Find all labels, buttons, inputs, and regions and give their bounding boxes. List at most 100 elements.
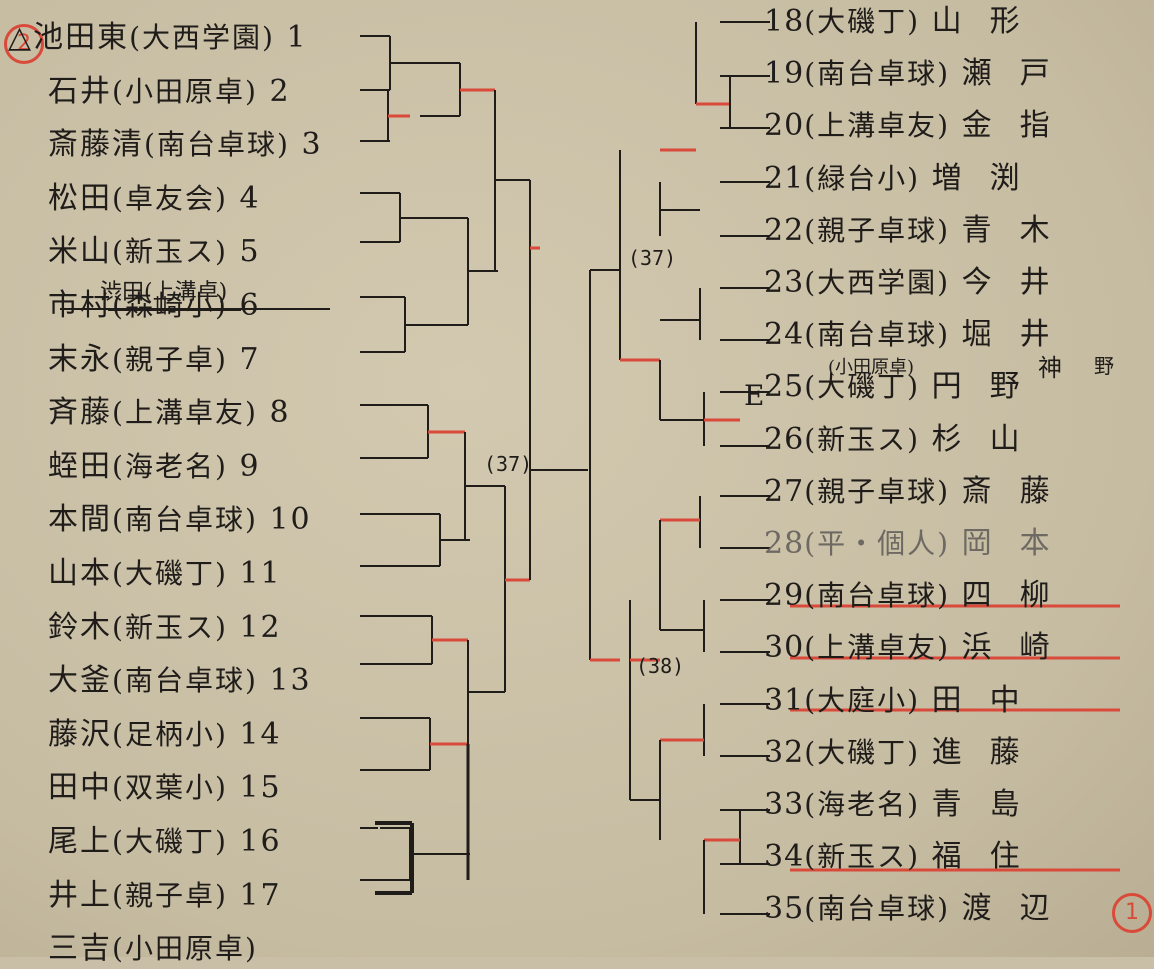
entry-club: (大庭小) [804, 683, 921, 717]
entry-number: 22 [764, 212, 805, 248]
right-entry: 25(大磯丁) 円野 [764, 367, 1048, 407]
entry-name: 石井 [48, 73, 112, 109]
left-entry: 鈴木(新玉ス) 12 [48, 608, 282, 648]
right-entry: 29(南台卓球) 四柳 [764, 576, 1078, 616]
entry-number: 7 [239, 341, 261, 377]
entry-number: 9 [239, 448, 261, 484]
entry-name: 蛭田 [48, 448, 112, 484]
entry-club: (大磯丁) [112, 825, 228, 858]
entry-club: (海老名) [804, 788, 921, 821]
entry-club-label: 新玉ス [124, 610, 215, 644]
right-entry: 31(大庭小) 田中 [764, 681, 1048, 721]
right-entry: 18(大磯丁) 山形 [764, 2, 1048, 42]
right-entry: 33(海老名) 青島 [764, 785, 1048, 825]
entry-number: 20 [764, 108, 805, 144]
entry-number: 26 [764, 421, 805, 457]
entry-club: (南台卓球) [804, 57, 951, 91]
entry-club-label: 大庭小 [817, 683, 908, 717]
entry-prefix: △ [8, 20, 34, 55]
entry-club-label: 新玉ス [124, 235, 215, 269]
entry-number: 19 [764, 56, 805, 92]
entry-name: 米山 [48, 234, 112, 270]
right-entry: 20(上溝卓友) 金指 [764, 106, 1078, 146]
left-entry: 本間(南台卓球) 10 [48, 500, 312, 540]
left-entry: 山本(大磯丁) 11 [48, 554, 282, 594]
right-entry: 23(大西学園) 今井 [764, 263, 1078, 303]
entry-club-label: 大磯丁 [817, 5, 908, 38]
entry-number: 3 [301, 127, 323, 163]
entry-name: 田中 [931, 682, 1048, 718]
entry-club-label: 親子卓球 [817, 213, 938, 247]
entry-club: (小田原卓) [112, 932, 258, 966]
entry-name: 三吉 [48, 931, 112, 967]
entry-number: 33 [764, 787, 805, 822]
entry-number: 17 [239, 877, 282, 913]
entry-club: (上溝卓友) [112, 396, 258, 430]
entry-name: 杉山 [931, 421, 1048, 457]
entry-name: 四柳 [961, 578, 1078, 614]
entry-number: 24 [764, 317, 805, 353]
entry-club: (小田原卓) [112, 74, 258, 108]
entry-club-label: 南台卓球 [817, 579, 938, 613]
entry-name: 青島 [931, 787, 1048, 822]
entry-club: (大磯丁) [804, 5, 921, 38]
left-entry: 末永(親子卓) 7 [48, 340, 261, 380]
entry-name: 田中 [48, 770, 112, 806]
right-entry: 22(親子卓球) 青木 [764, 211, 1078, 251]
entry-number: 29 [764, 578, 805, 614]
entry-club-label: 上溝卓友 [817, 631, 938, 665]
entry-club-label: 大磯丁 [817, 370, 908, 404]
entry-club: (新玉ス) [804, 422, 921, 456]
left-entry: 大釜(南台卓球) 13 [48, 661, 312, 701]
score-note-right-top: (37) [628, 246, 677, 270]
entry-name: 渡辺 [961, 891, 1078, 927]
top-left-circle-mark: 2 [4, 24, 44, 64]
entry-club-label: 親子卓球 [817, 474, 938, 508]
bottom-right-circle-mark: 1 [1112, 893, 1152, 933]
entry-club-label: 南台卓球 [817, 892, 938, 926]
entry-number: 25 [764, 369, 805, 405]
entry-number: 15 [239, 770, 282, 806]
entry-number: 2 [269, 73, 291, 109]
entry-number: 18 [764, 4, 805, 39]
entry-club-label: 森崎小 [124, 289, 215, 322]
entry-name: 今井 [961, 265, 1078, 300]
score-note-right-bottom: (38) [636, 654, 685, 678]
entry-name: 増渕 [931, 160, 1048, 196]
right-entry: 24(南台卓球) 堀井 [764, 315, 1078, 355]
entry-number: 13 [269, 663, 312, 699]
entry-name: 市村 [48, 288, 112, 323]
entry-name: 円野 [931, 369, 1048, 405]
entry-name: 鈴木 [48, 609, 112, 645]
left-entry: 尾上(大磯丁) 16 [48, 822, 282, 862]
entry-name: 尾上 [48, 824, 112, 859]
entry-club: (親子卓) [112, 878, 228, 912]
entry-name: 松田 [48, 180, 112, 216]
entry-number: 32 [764, 734, 805, 770]
left-entry: 米山(新玉ス) 5 [48, 232, 261, 272]
entry-club: (南台卓球) [804, 892, 951, 926]
entry-name: 瀬戸 [961, 56, 1078, 92]
entry-name: 福住 [931, 839, 1048, 875]
entry-club-label: 南台卓球 [817, 318, 938, 352]
entry-club-label: 大西学園 [817, 266, 938, 299]
scrawl-24: (小田原卓) [828, 357, 915, 378]
entry-club-label: 足柄小 [124, 717, 215, 751]
left-entry: 石井(小田原卓) 2 [48, 72, 291, 112]
entry-club: (南台卓球) [112, 664, 258, 698]
entry-club: (平・個人) [804, 527, 951, 560]
entry-name: 大釜 [48, 663, 112, 699]
entry-number: 23 [764, 265, 805, 300]
entry-number: 6 [239, 288, 261, 323]
left-entry: 斎藤清(南台卓球) 3 [48, 125, 323, 165]
entry-club-label: 大磯丁 [817, 735, 908, 769]
entry-number: 21 [764, 160, 805, 196]
entry-name: 斎藤 [961, 473, 1078, 509]
entry-club-label: 南台卓球 [156, 128, 277, 162]
left-entry: 井上(親子卓) 17 [48, 876, 282, 916]
entry-club-label: 小田原卓 [124, 74, 245, 108]
left-entry: 蛭田(海老名) 9 [48, 447, 261, 487]
entry-club-label: 卓友会 [124, 181, 215, 215]
entry-club-label: 大磯丁 [124, 557, 215, 590]
